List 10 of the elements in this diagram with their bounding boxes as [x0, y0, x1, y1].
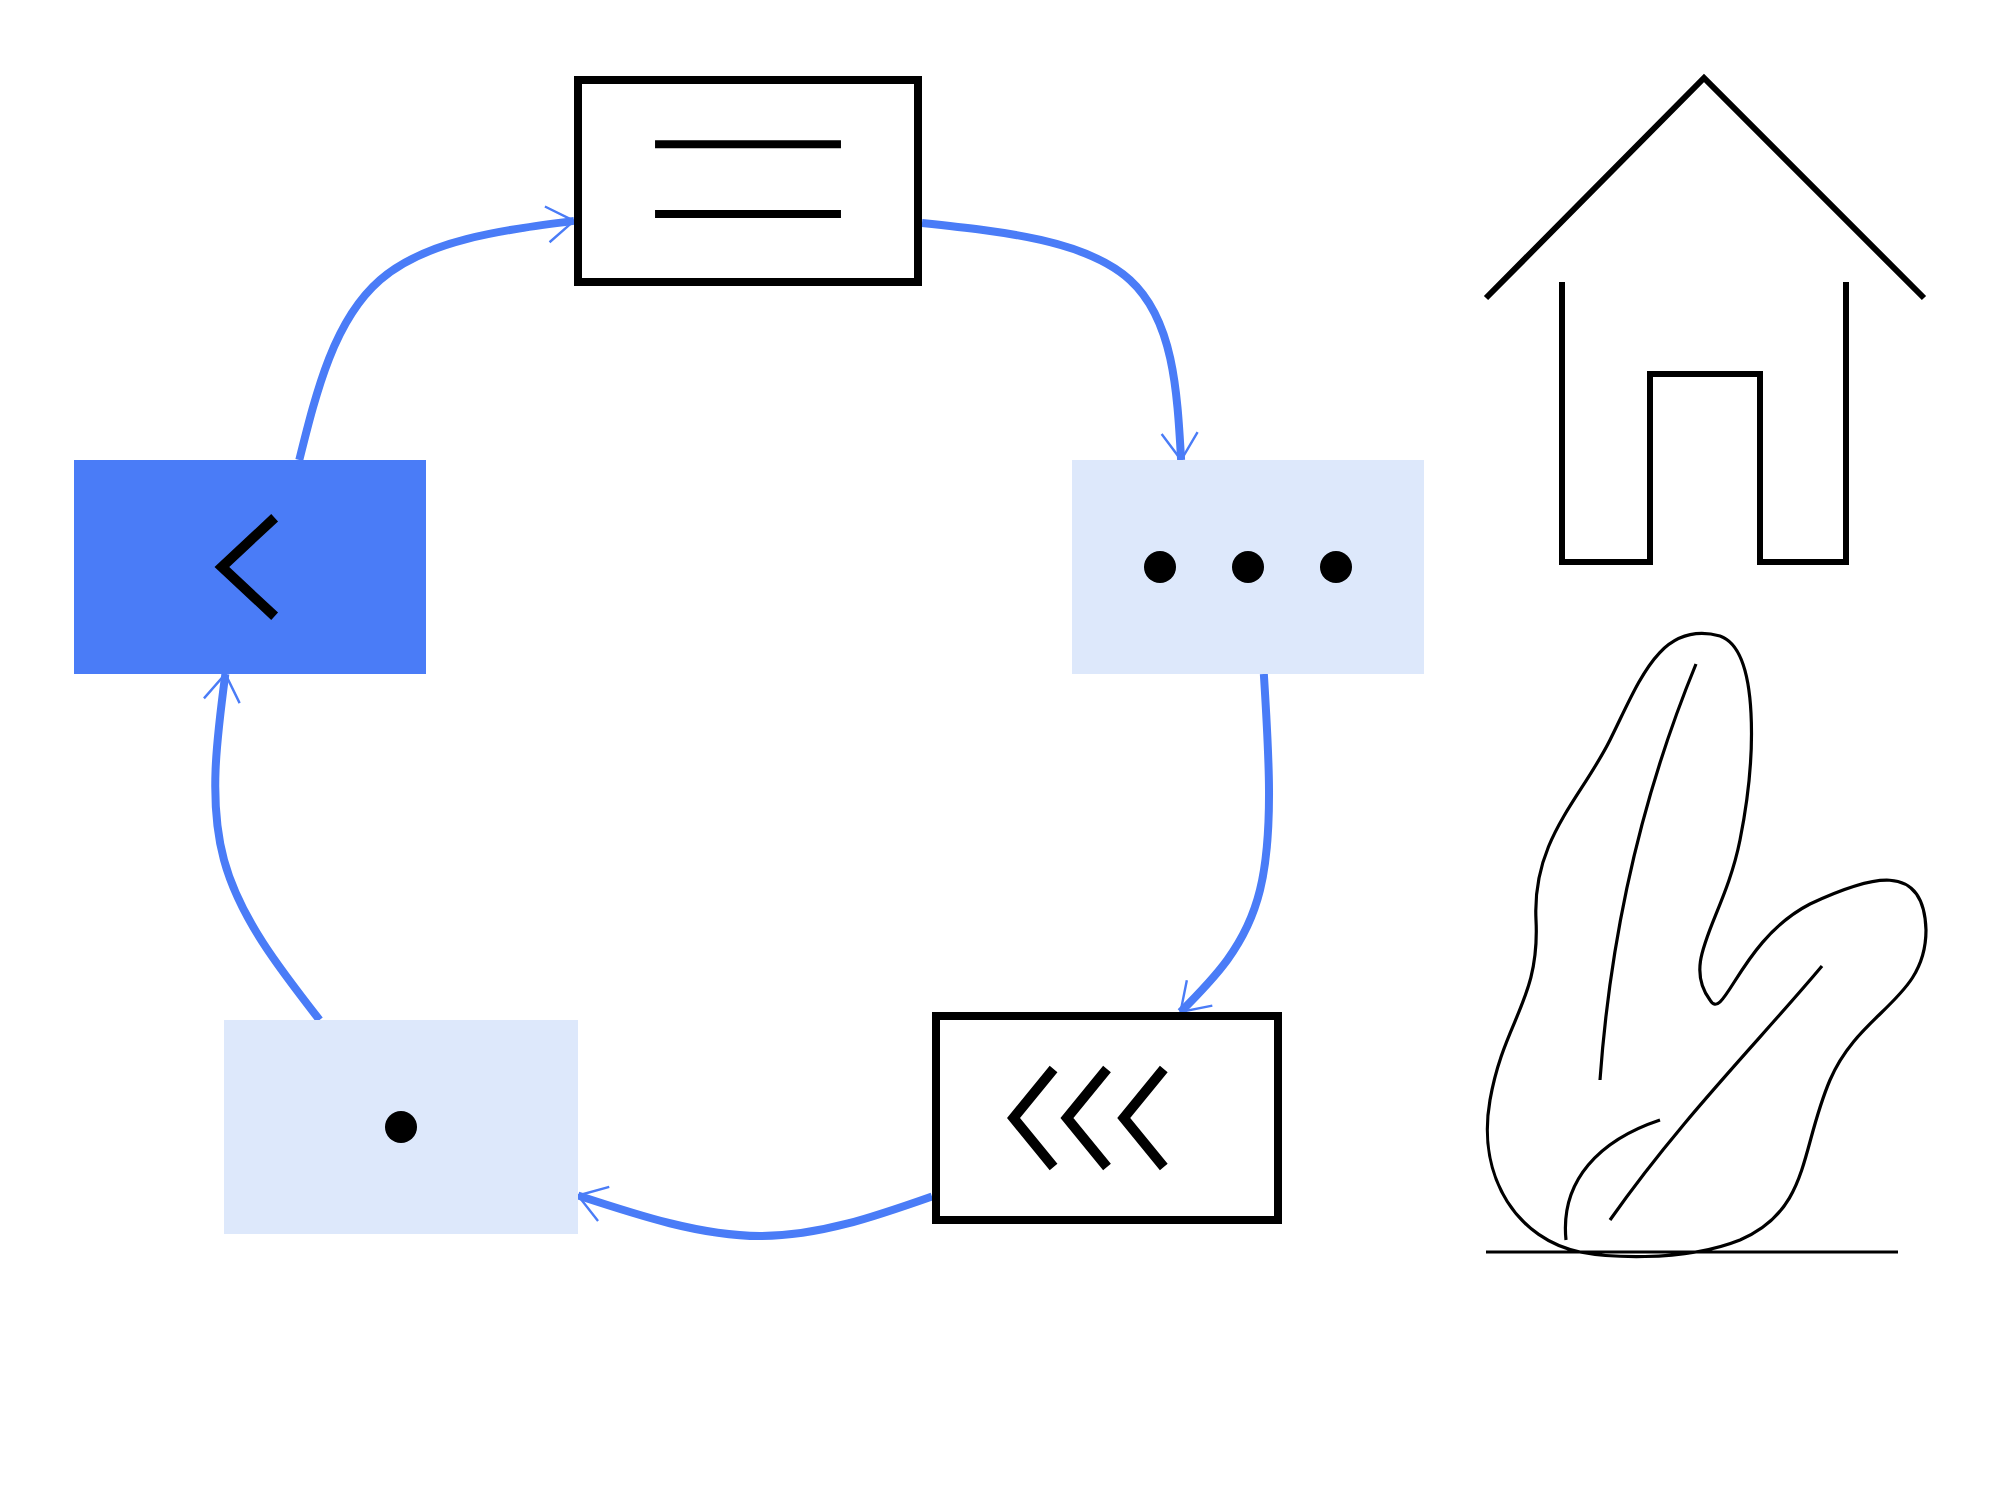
rewind-card [932, 1012, 1282, 1224]
curved-arrow [202, 672, 323, 1023]
dot-card [224, 1020, 578, 1234]
curved-arrow [576, 1185, 934, 1240]
curved-arrow [295, 205, 576, 461]
text-card [574, 76, 922, 286]
curved-arrow [921, 219, 1199, 462]
more-card [1072, 460, 1424, 674]
curved-arrow [1177, 673, 1273, 1015]
back-card [74, 460, 426, 674]
